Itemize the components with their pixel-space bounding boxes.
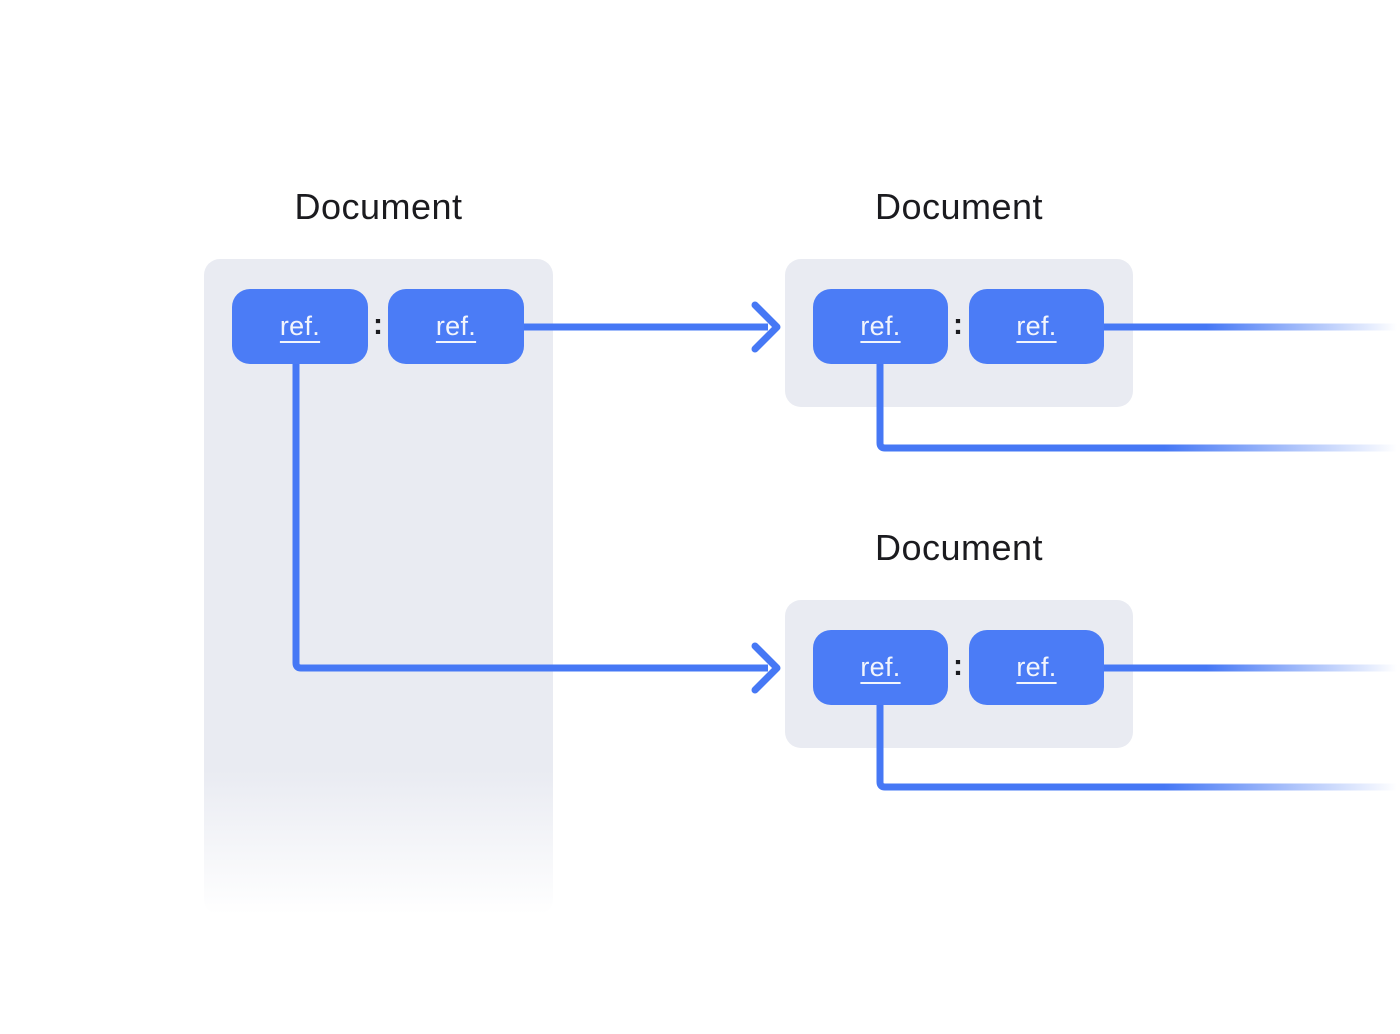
- colon-separator: :: [953, 308, 963, 341]
- ref-link-label: ref.: [1016, 652, 1057, 682]
- document-left-ref-1[interactable]: ref.: [232, 289, 368, 364]
- arrowhead-icon: [751, 301, 781, 353]
- ref-link-label: ref.: [435, 311, 477, 341]
- ref-link-label: ref.: [860, 652, 901, 682]
- colon-separator: :: [953, 649, 963, 682]
- document-bottom-right-title: Document: [874, 527, 1044, 568]
- document-bottom-right-ref-1[interactable]: ref.: [813, 630, 948, 705]
- ref-link-label: ref.: [1016, 311, 1057, 341]
- document-left-title: Document: [294, 186, 463, 227]
- ref-link-label: ref.: [860, 311, 901, 341]
- document-bottom-right-ref-2[interactable]: ref.: [969, 630, 1104, 705]
- document-top-right-ref-2[interactable]: ref.: [969, 289, 1104, 364]
- document-left-ref-2[interactable]: ref.: [388, 289, 524, 364]
- arrowhead-icon: [751, 642, 781, 694]
- ref-link-label: ref.: [279, 311, 321, 341]
- document-top-right-ref-1[interactable]: ref.: [813, 289, 948, 364]
- colon-separator: :: [373, 308, 383, 341]
- document-top-right-title: Document: [874, 186, 1044, 227]
